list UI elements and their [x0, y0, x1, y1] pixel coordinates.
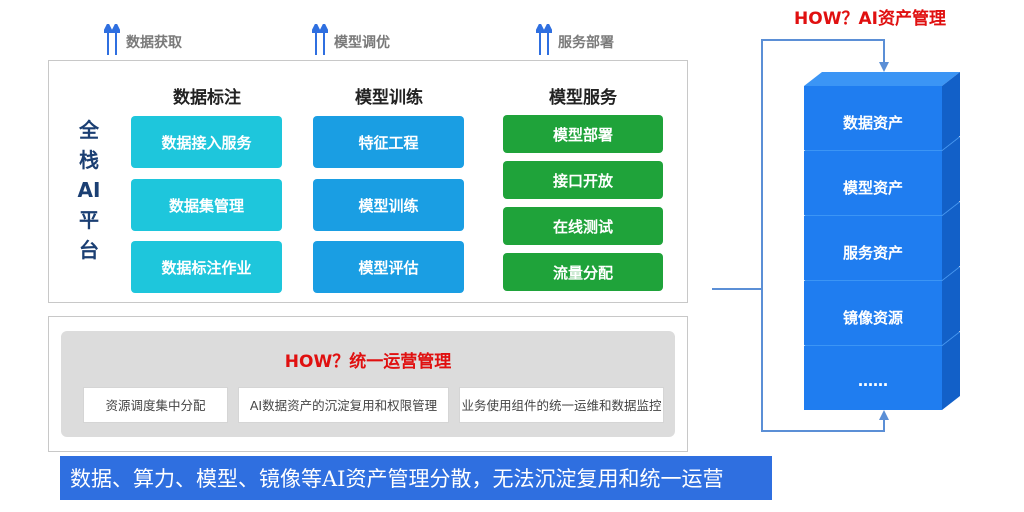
top-arrow-group-3: 服务部署: [536, 24, 646, 58]
asset-label-service: 服务资产: [842, 244, 903, 262]
vertical-title-char: 栈: [79, 148, 99, 172]
unified-ops-panel: HOW？统一运营管理 资源调度集中分配 AI数据资产的沉淀复用和权限管理 业务使…: [48, 316, 688, 452]
box-data-ingest-service[interactable]: 数据接入服务: [131, 116, 282, 168]
asset-management-title: HOW？AI资产管理: [794, 9, 946, 29]
arrow-label-data-acquire: 数据获取: [126, 35, 182, 51]
double-up-arrow-icon: [536, 24, 552, 55]
box-model-deploy[interactable]: 模型部署: [503, 115, 663, 153]
column-title-model-training: 模型训练: [355, 88, 423, 108]
ops-title: HOW？统一运营管理: [284, 352, 452, 372]
box-traffic-allocation[interactable]: 流量分配: [503, 253, 663, 291]
vertical-title-char: 台: [79, 238, 99, 262]
asset-stack: [804, 72, 960, 410]
vertical-title-char: 平: [79, 208, 99, 232]
arrow-label-service-deploy: 服务部署: [558, 35, 614, 51]
problem-banner: 数据、算力、模型、镜像等AI资产管理分散，无法沉淀复用和统一运营: [60, 456, 772, 500]
vertical-title-char: AI: [77, 178, 101, 202]
top-arrow-group-2: 模型调优: [312, 24, 422, 58]
box-model-training[interactable]: 模型训练: [313, 179, 464, 231]
asset-label-model: 模型资产: [842, 179, 903, 197]
arrow-label-model-tune: 模型调优: [334, 35, 390, 51]
box-data-labeling-job[interactable]: 数据标注作业: [131, 241, 282, 293]
ops-grey-area: HOW？统一运营管理 资源调度集中分配 AI数据资产的沉淀复用和权限管理 业务使…: [61, 331, 675, 437]
top-arrow-group-1: 数据获取: [104, 24, 214, 58]
asset-label-image: 镜像资源: [842, 309, 903, 327]
asset-layer-1: [804, 72, 960, 150]
column-title-model-service: 模型服务: [549, 88, 617, 108]
box-model-evaluation[interactable]: 模型评估: [313, 241, 464, 293]
asset-label-more: ……: [858, 372, 888, 390]
full-stack-platform-panel: 全 栈 AI 平 台 数据标注 数据接入服务 数据集管理 数据标注作业 模型训练…: [48, 60, 688, 303]
platform-vertical-title: 全 栈 AI 平 台: [67, 115, 111, 265]
asset-label-data: 数据资产: [842, 114, 903, 132]
asset-connector-lines: [712, 39, 889, 432]
double-up-arrow-icon: [312, 24, 328, 55]
ops-chip-asset-reuse: AI数据资产的沉淀复用和权限管理: [238, 387, 449, 423]
double-up-arrow-icon: [104, 24, 120, 55]
box-api-open[interactable]: 接口开放: [503, 161, 663, 199]
column-title-data-labeling: 数据标注: [173, 88, 241, 108]
vertical-title-char: 全: [79, 118, 99, 142]
ops-chip-unified-monitoring: 业务使用组件的统一运维和数据监控: [459, 387, 664, 423]
box-dataset-management[interactable]: 数据集管理: [131, 179, 282, 231]
box-feature-engineering[interactable]: 特征工程: [313, 116, 464, 168]
box-online-test[interactable]: 在线测试: [503, 207, 663, 245]
ops-chip-resource-scheduling: 资源调度集中分配: [83, 387, 228, 423]
